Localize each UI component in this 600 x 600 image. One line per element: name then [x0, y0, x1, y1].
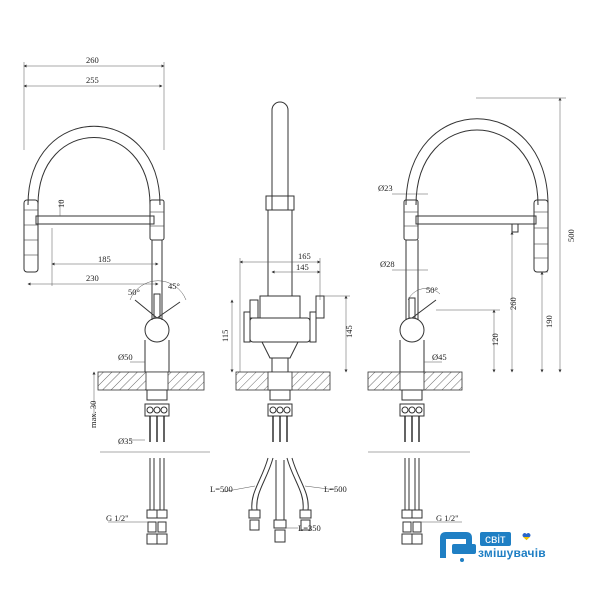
dim-500: 500 [566, 229, 576, 242]
dim-260-right: 260 [508, 297, 518, 310]
hose-l500-right: L=500 [324, 484, 347, 494]
hose-l500-left: L=500 [210, 484, 233, 494]
dim-max30: max. 30 [88, 401, 98, 428]
dia-50: Ø50 [118, 352, 133, 362]
dim-260-left: 260 [86, 55, 99, 65]
dim-145-side: 145 [344, 325, 354, 338]
faucet-logo-icon [440, 532, 476, 562]
angle-50-left: 50° [128, 287, 140, 297]
dim-185: 185 [98, 254, 111, 264]
spray-head-left [23, 199, 39, 273]
angle-50-right: 50° [426, 285, 438, 295]
hose-l350: L=350 [298, 523, 321, 533]
brand-line2: змішувачів [478, 546, 546, 560]
dim-120: 120 [490, 333, 500, 346]
thread-right: G 1/2" [436, 513, 459, 523]
spout-outer [27, 125, 161, 206]
spout-outer-right [405, 118, 549, 206]
dia-45: Ø45 [432, 352, 447, 362]
angle-45: 45° [168, 281, 180, 291]
brand-logo: світ змішувачів [434, 528, 584, 578]
dia-23: Ø23 [378, 183, 393, 193]
dim-115: 115 [220, 330, 230, 342]
heart-icon [522, 533, 531, 541]
dia-28: Ø28 [380, 259, 395, 269]
thread-left: G 1/2" [106, 513, 129, 523]
brand-line1: світ [480, 532, 511, 546]
dim-190: 190 [544, 315, 554, 328]
spout-inner-right [415, 129, 539, 206]
dim-165: 165 [298, 251, 311, 261]
spout-inner [37, 137, 151, 206]
left-view: 260 255 10 185 230 50° 45° [23, 55, 210, 545]
dim-230: 230 [86, 273, 99, 283]
dim-145-top: 145 [296, 262, 309, 272]
dia-35: Ø35 [118, 436, 133, 446]
dim-255: 255 [86, 75, 99, 85]
middle-view: 165 145 115 145 [210, 101, 354, 543]
dim-10: 10 [56, 200, 66, 209]
right-view: Ø23 Ø28 50° Ø45 500 260 190 120 [367, 97, 576, 545]
